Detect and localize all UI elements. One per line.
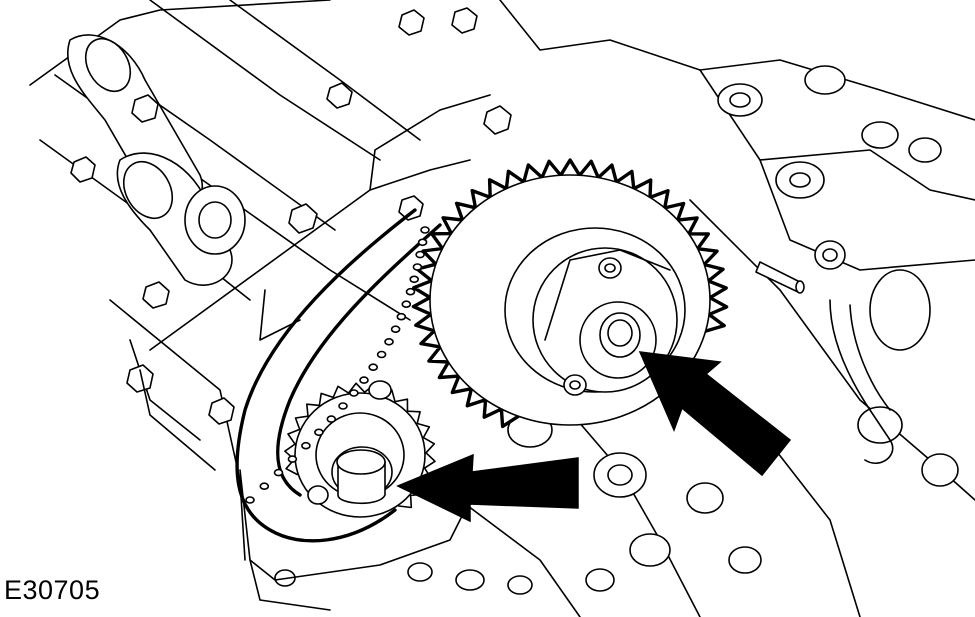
lower-block-outline: [239, 469, 471, 611]
chain-link-13: [349, 389, 359, 397]
camshaft: [67, 34, 246, 286]
chain-link-9: [384, 337, 394, 346]
timing-cover-plate: [139, 94, 491, 471]
right-bracket: [829, 299, 894, 464]
crankshaft-sprocket-arrow: [396, 453, 579, 523]
chain-link-11: [368, 363, 379, 372]
chain-link-10: [376, 350, 387, 359]
chain-link-16: [314, 428, 324, 437]
camshaft-sprocket-arrow: [638, 351, 792, 477]
figure-id-label: E30705: [4, 575, 101, 605]
chain-link-1: [417, 238, 428, 247]
chain-link-21: [245, 496, 255, 504]
stud-pin: [755, 261, 805, 294]
chain-link-0: [420, 226, 430, 234]
chain-link-4: [409, 275, 420, 284]
chain-link-5: [405, 287, 416, 296]
chain-link-12: [359, 376, 369, 384]
chain-link-20: [259, 482, 270, 491]
crankshaft-sprocket: [284, 380, 436, 518]
chain-link-14: [338, 402, 348, 410]
chain-link-6: [401, 300, 412, 309]
chain-link-8: [390, 325, 401, 334]
timing-chain: [235, 208, 442, 543]
chain-link-17: [301, 441, 311, 450]
chain-link-7: [396, 312, 407, 321]
chain-link-3: [412, 263, 423, 271]
chain-link-2: [415, 250, 425, 259]
chain-link-19: [273, 468, 284, 477]
chain-link-15: [326, 415, 337, 423]
bolt-heads: [70, 7, 512, 425]
chain-link-18: [287, 455, 298, 463]
